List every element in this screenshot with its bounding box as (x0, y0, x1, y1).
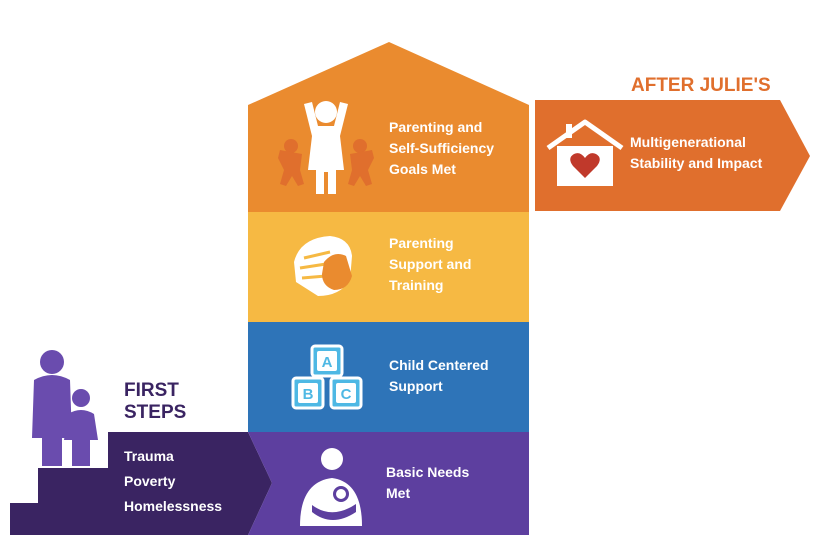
first-steps-item-poverty: Poverty (124, 473, 176, 489)
level-child-centered-label: Child Centered Support (389, 357, 489, 394)
block-letter-c: C (341, 386, 352, 403)
first-steps-heading: FIRST STEPS (124, 380, 187, 423)
after-label: Multigenerational Stability and Impact (630, 134, 763, 171)
block-letter-a: A (322, 354, 333, 371)
celebrating-family-icon (278, 101, 374, 194)
level-parenting-support-label: Parenting Support and Training (389, 235, 472, 293)
level-goals-met-label: Parenting and Self-Sufficiency Goals Met (389, 119, 495, 177)
first-steps-item-trauma: Trauma (124, 448, 174, 464)
abc-blocks-icon: A B C (291, 344, 363, 410)
level-basic-needs-label: Basic Needs Met (386, 464, 470, 501)
mother-child-icon (32, 350, 98, 466)
breastfeeding-icon (300, 448, 362, 526)
after-heading: AFTER JULIE'S (631, 75, 771, 96)
first-steps-stairs (10, 432, 272, 535)
first-steps-item-homelessness: Homelessness (124, 498, 223, 514)
hands-icon (294, 236, 352, 296)
block-letter-b: B (303, 386, 314, 403)
house-heart-icon (546, 119, 624, 186)
